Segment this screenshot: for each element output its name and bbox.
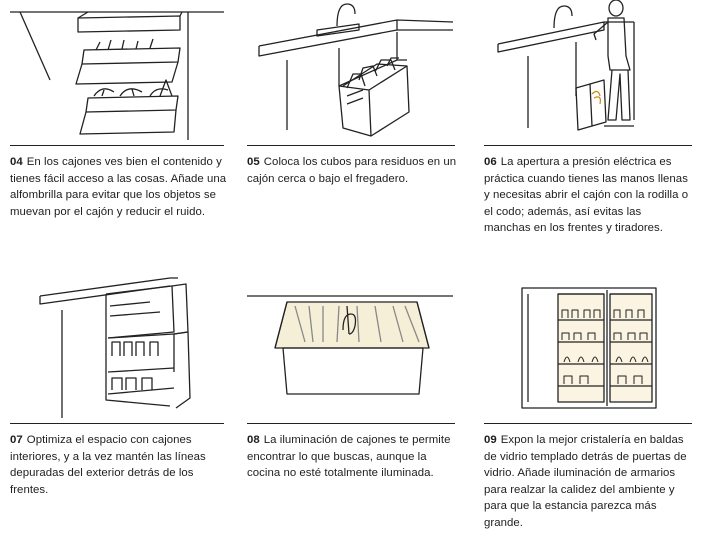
divider-06 — [484, 145, 692, 146]
caption-number: 05 — [247, 156, 260, 168]
caption-number: 04 — [10, 156, 23, 168]
caption-text: Coloca los cubos para residuos en un caj… — [247, 156, 457, 185]
caption-text: Expon la mejor cristalería en baldas de … — [484, 434, 687, 529]
illustration-09-glass-cabinet — [484, 272, 694, 420]
caption-text: La apertura a presión eléctrica es práct… — [484, 156, 689, 235]
divider-04 — [10, 145, 224, 146]
illustration-07-interior-drawers — [10, 272, 225, 420]
caption-number: 09 — [484, 434, 497, 446]
divider-07 — [10, 423, 224, 424]
illustration-05-waste-drawer — [247, 0, 455, 145]
caption-text: La iluminación de cajones te permite enc… — [247, 434, 451, 480]
divider-05 — [247, 145, 455, 146]
caption-text: Optimiza el espacio con cajones interior… — [10, 434, 206, 496]
caption-text: En los cajones ves bien el contenido y t… — [10, 156, 227, 218]
caption-number: 08 — [247, 434, 260, 446]
divider-09 — [484, 423, 692, 424]
illustration-08-lit-drawer — [247, 272, 455, 420]
illustration-04-open-drawers — [10, 0, 225, 145]
illustration-06-push-open-drawer — [484, 0, 694, 145]
divider-08 — [247, 423, 455, 424]
caption-number: 06 — [484, 156, 497, 168]
caption-number: 07 — [10, 434, 23, 446]
